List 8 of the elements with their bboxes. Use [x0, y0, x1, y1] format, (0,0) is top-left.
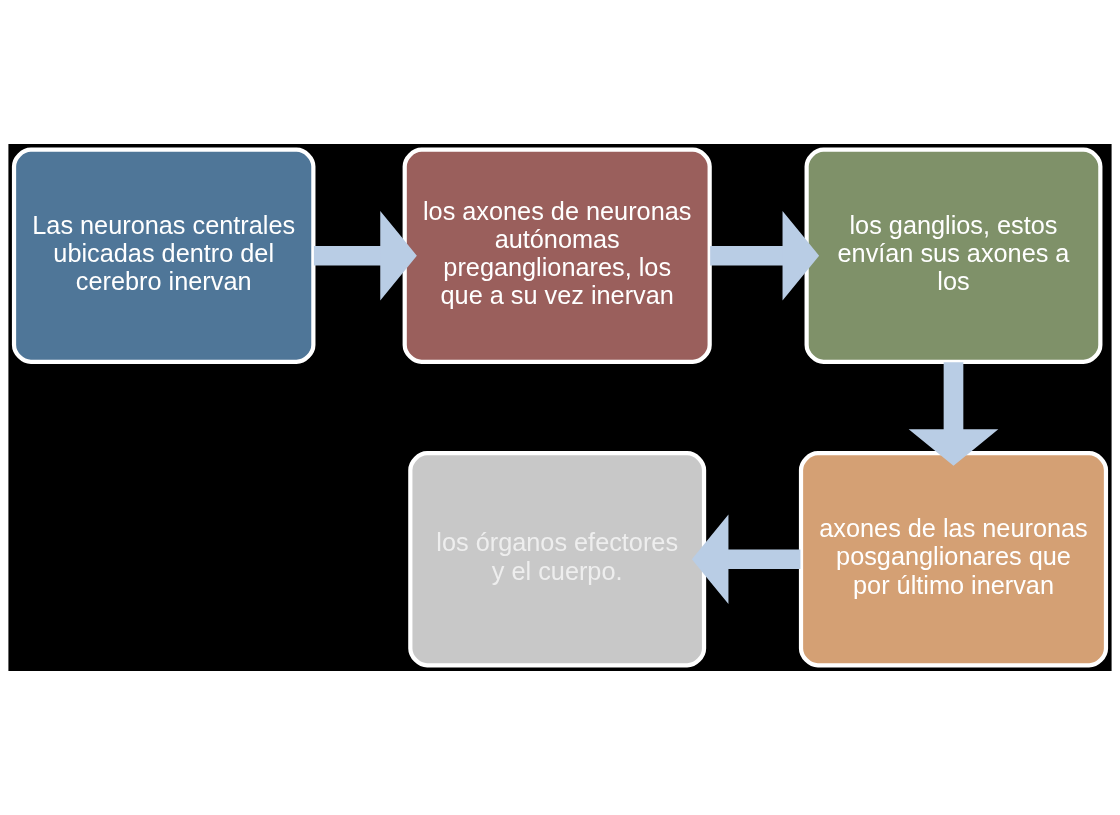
node-box: los ganglios, estos envían sus axones a los: [804, 147, 1103, 364]
arrow: [908, 362, 999, 466]
node-box: los axones de neuronas autónomas preganglionares, los que a su vez inervan: [402, 147, 712, 364]
arrow: [313, 210, 417, 301]
arrow: [710, 210, 820, 301]
node-box: axones de las neuronas posganglionares que por último inervan: [798, 451, 1109, 668]
arrow: [691, 514, 801, 605]
node-box: Las neuronas centrales ubicadas dentro del cerebro inervan: [11, 147, 316, 364]
